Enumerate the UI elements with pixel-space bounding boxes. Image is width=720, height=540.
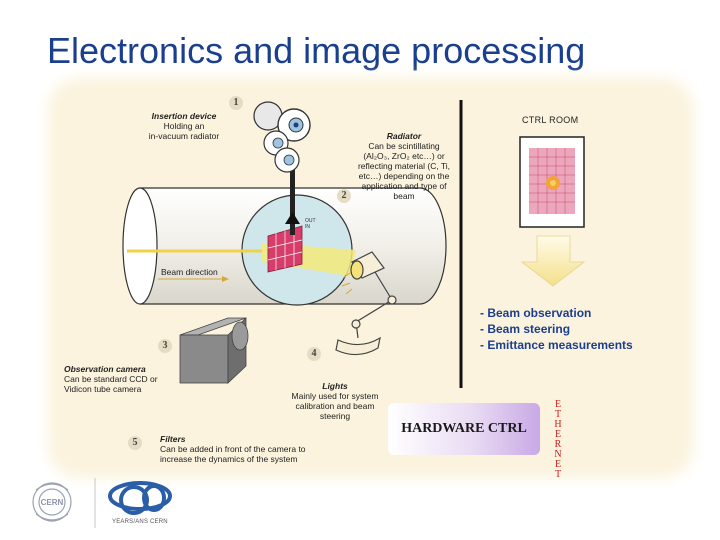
beam-direction-label: Beam direction (161, 267, 218, 277)
ctrl-room-label: CTRL ROOM (522, 115, 579, 125)
radiator-line: application and type of (361, 181, 447, 191)
monitor-icon (519, 136, 585, 228)
lights-line: Mainly used for system (291, 391, 379, 401)
camera-icon (179, 317, 249, 384)
svg-text:IN: IN (305, 224, 310, 230)
ethernet-letter: T (554, 469, 562, 480)
ethernet-letter: E (554, 429, 562, 440)
lamp-icon (335, 251, 397, 356)
step-1-badge: 1 (229, 96, 243, 110)
ethernet-letter: H (554, 419, 562, 430)
ethernet-letter: N (554, 449, 562, 460)
ethernet-letter: E (554, 399, 562, 410)
camera-line: Vidicon tube camera (64, 384, 142, 394)
radiator-screen (267, 225, 303, 273)
step-3-badge: 3 (158, 339, 172, 353)
filters-heading: Filters (160, 434, 186, 444)
step-5-badge: 5 (128, 436, 142, 450)
cern-logo-text: CERN (41, 498, 64, 507)
pipe-end (122, 187, 158, 305)
radiator-line: Can be scintillating (368, 141, 440, 151)
page-title: Electronics and image processing (47, 30, 586, 71)
step-2-badge: 2 (337, 189, 351, 203)
output-item: - Beam steering (480, 322, 571, 336)
insertion-rod (290, 165, 295, 235)
camera-line: Can be standard CCD or (64, 374, 158, 384)
actuator-icon (253, 101, 311, 173)
in-out-mark: OUT (305, 218, 316, 224)
output-arrow (520, 235, 586, 287)
lights-heading: Lights (322, 381, 348, 391)
radiator-label: Radiator Can be scintillating (Al₂O₃, Zr… (355, 131, 453, 201)
filters-line: increase the dynamics of the system (160, 454, 298, 464)
ethernet-letter: T (554, 409, 562, 420)
cern-logo: CERN (32, 481, 172, 522)
output-list: - Beam observation - Beam steering - Emi… (480, 305, 633, 353)
output-item: - Beam observation (480, 306, 592, 320)
radiator-line: beam (393, 191, 415, 201)
filters-line: Can be added in front of the camera to (160, 444, 306, 454)
radiator-heading: Radiator (386, 131, 422, 141)
ethernet-letter: E (554, 459, 562, 470)
lights-line: steering (319, 411, 351, 421)
step-4-badge: 4 (307, 347, 321, 361)
insertion-device-line: in-vacuum radiator (148, 131, 220, 141)
camera-heading: Observation camera (64, 364, 146, 374)
sixty-years-logo-icon (108, 481, 172, 515)
insertion-device-label: Insertion device Holding an in-vacuum ra… (140, 111, 228, 141)
lights-line: calibration and beam (295, 401, 375, 411)
radiator-line: etc…) depending on the (358, 171, 450, 181)
insertion-device-line: Holding an (163, 121, 205, 131)
radiator-line: (Al₂O₃, ZrO₂ etc…) or (363, 151, 445, 161)
insertion-device-heading: Insertion device (151, 111, 217, 121)
camera-label: Observation camera Can be standard CCD o… (64, 364, 160, 394)
filters-label: Filters Can be added in front of the cam… (160, 434, 330, 464)
radiator-line: reflecting material (C, Ti, (357, 161, 451, 171)
ethernet-letter: R (554, 439, 562, 450)
ethernet-label: E T H E R N E T (552, 400, 564, 480)
hardware-ctrl-box: HARDWARE CTRL (388, 403, 540, 455)
years-logo-text: YEARS/ANS CERN (112, 519, 168, 525)
lights-label: Lights Mainly used for system calibratio… (285, 381, 385, 421)
output-item: - Emittance measurements (480, 338, 633, 352)
